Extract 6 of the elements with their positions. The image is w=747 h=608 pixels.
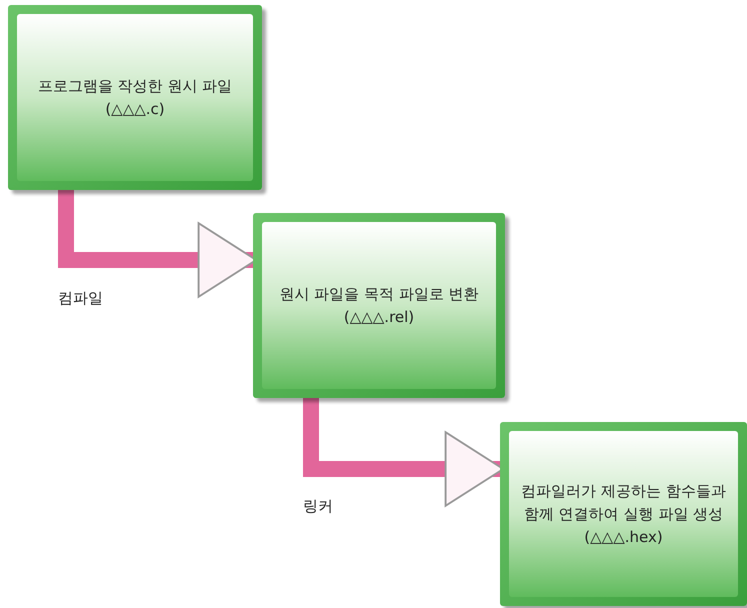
process-box: [500, 422, 747, 606]
process-box: [8, 5, 262, 190]
process-box: [253, 213, 505, 398]
box-text: 컴파일러가 제공하는 함수들과 함께 연결하여 실행 파일 생성 (△△△.hex): [520, 480, 727, 548]
box-text: 원시 파일을 목적 파일로 변환 (△△△.rel): [278, 284, 480, 328]
box-text: 프로그램을 작성한 원시 파일 (△△△.c): [36, 76, 234, 120]
